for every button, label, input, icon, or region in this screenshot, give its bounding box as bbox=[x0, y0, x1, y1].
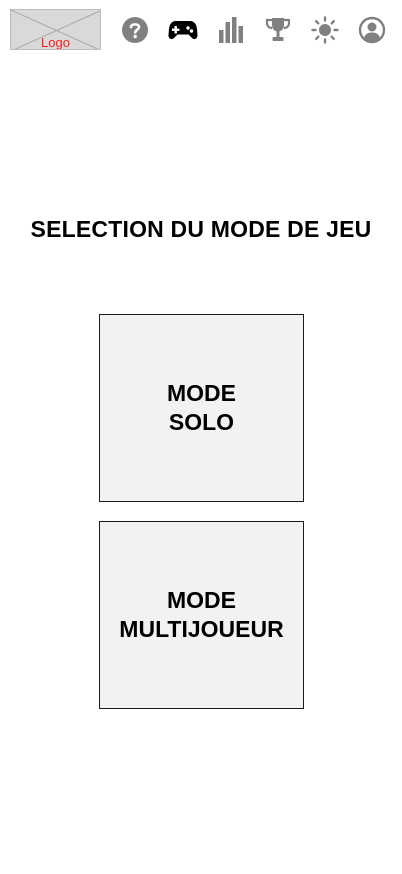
multiplayer-mode-button[interactable]: MODE MULTIJOUEUR bbox=[99, 521, 304, 709]
top-navigation-bar: Logo bbox=[0, 0, 402, 62]
brightness-icon bbox=[311, 16, 339, 44]
logo[interactable]: Logo bbox=[10, 9, 101, 50]
solo-mode-button[interactable]: MODE SOLO bbox=[99, 314, 304, 502]
help-icon bbox=[122, 17, 148, 43]
profile-button[interactable] bbox=[356, 14, 388, 46]
game-modes-button[interactable] bbox=[167, 14, 199, 46]
logo-placeholder-icon bbox=[11, 10, 100, 49]
page-title: SELECTION DU MODE DE JEU bbox=[30, 216, 372, 242]
stats-button[interactable] bbox=[215, 14, 247, 46]
help-button[interactable] bbox=[119, 14, 151, 46]
logo-label: Logo bbox=[41, 35, 70, 50]
theme-toggle-button[interactable] bbox=[309, 14, 341, 46]
trophy-icon bbox=[265, 18, 291, 41]
gamepad-icon bbox=[168, 21, 198, 40]
stats-icon bbox=[219, 17, 243, 43]
solo-mode-label-line1: MODE bbox=[167, 380, 236, 406]
multiplayer-mode-label-line1: MODE bbox=[167, 587, 236, 613]
solo-mode-label-line2: SOLO bbox=[168, 409, 235, 435]
profile-icon bbox=[358, 16, 386, 44]
trophy-button[interactable] bbox=[262, 14, 294, 46]
multiplayer-mode-label-line2: MULTIJOUEUR bbox=[119, 616, 284, 642]
